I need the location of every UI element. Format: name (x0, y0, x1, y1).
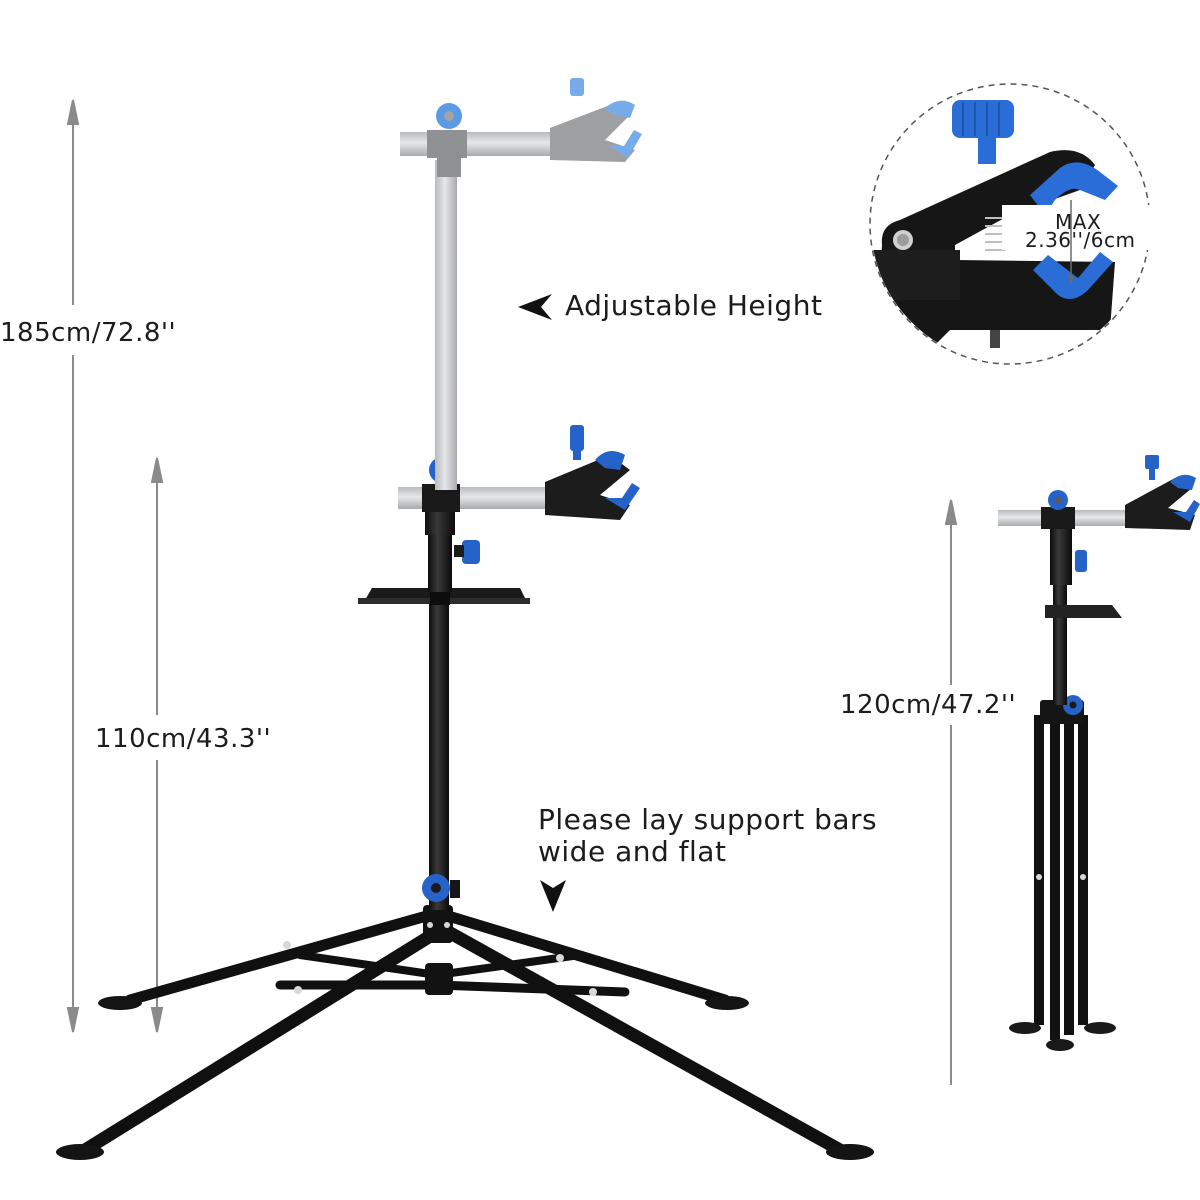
lower-clamp (545, 425, 640, 520)
lower-height-knob (422, 874, 450, 902)
main-stand (56, 78, 874, 1160)
clamp-max-label: MAX (1055, 210, 1102, 234)
upper-arm-knob (436, 103, 462, 129)
arrowhead-down-icon (540, 880, 566, 912)
folded-stand (998, 455, 1200, 1051)
min-height-label: 110cm/43.3'' (95, 724, 272, 754)
adjustable-height-callout: Adjustable Height (565, 289, 823, 322)
arrowhead-left-icon (518, 294, 552, 320)
stand-legs (78, 909, 847, 1157)
folded-height-label: 120cm/47.2'' (840, 690, 1017, 720)
folded-lower-knob (1063, 695, 1083, 715)
support-bars-callout-line2: wide and flat (538, 835, 727, 868)
clamp-max-value: 2.36''/6cm (1025, 228, 1136, 252)
support-bars-callout-line1: Please lay support bars (538, 803, 878, 836)
stand-feet (56, 996, 874, 1160)
folded-arm-knob (1048, 490, 1068, 510)
dimension-line-185cm (66, 99, 80, 1033)
dimension-line-110cm (150, 457, 164, 1033)
clamp-detail-inset (869, 83, 1152, 365)
sleeve-knob (462, 540, 480, 564)
dimension-line-120cm (944, 499, 958, 1085)
upper-clamp (550, 78, 642, 162)
max-height-label: 185cm/72.8'' (0, 318, 177, 348)
